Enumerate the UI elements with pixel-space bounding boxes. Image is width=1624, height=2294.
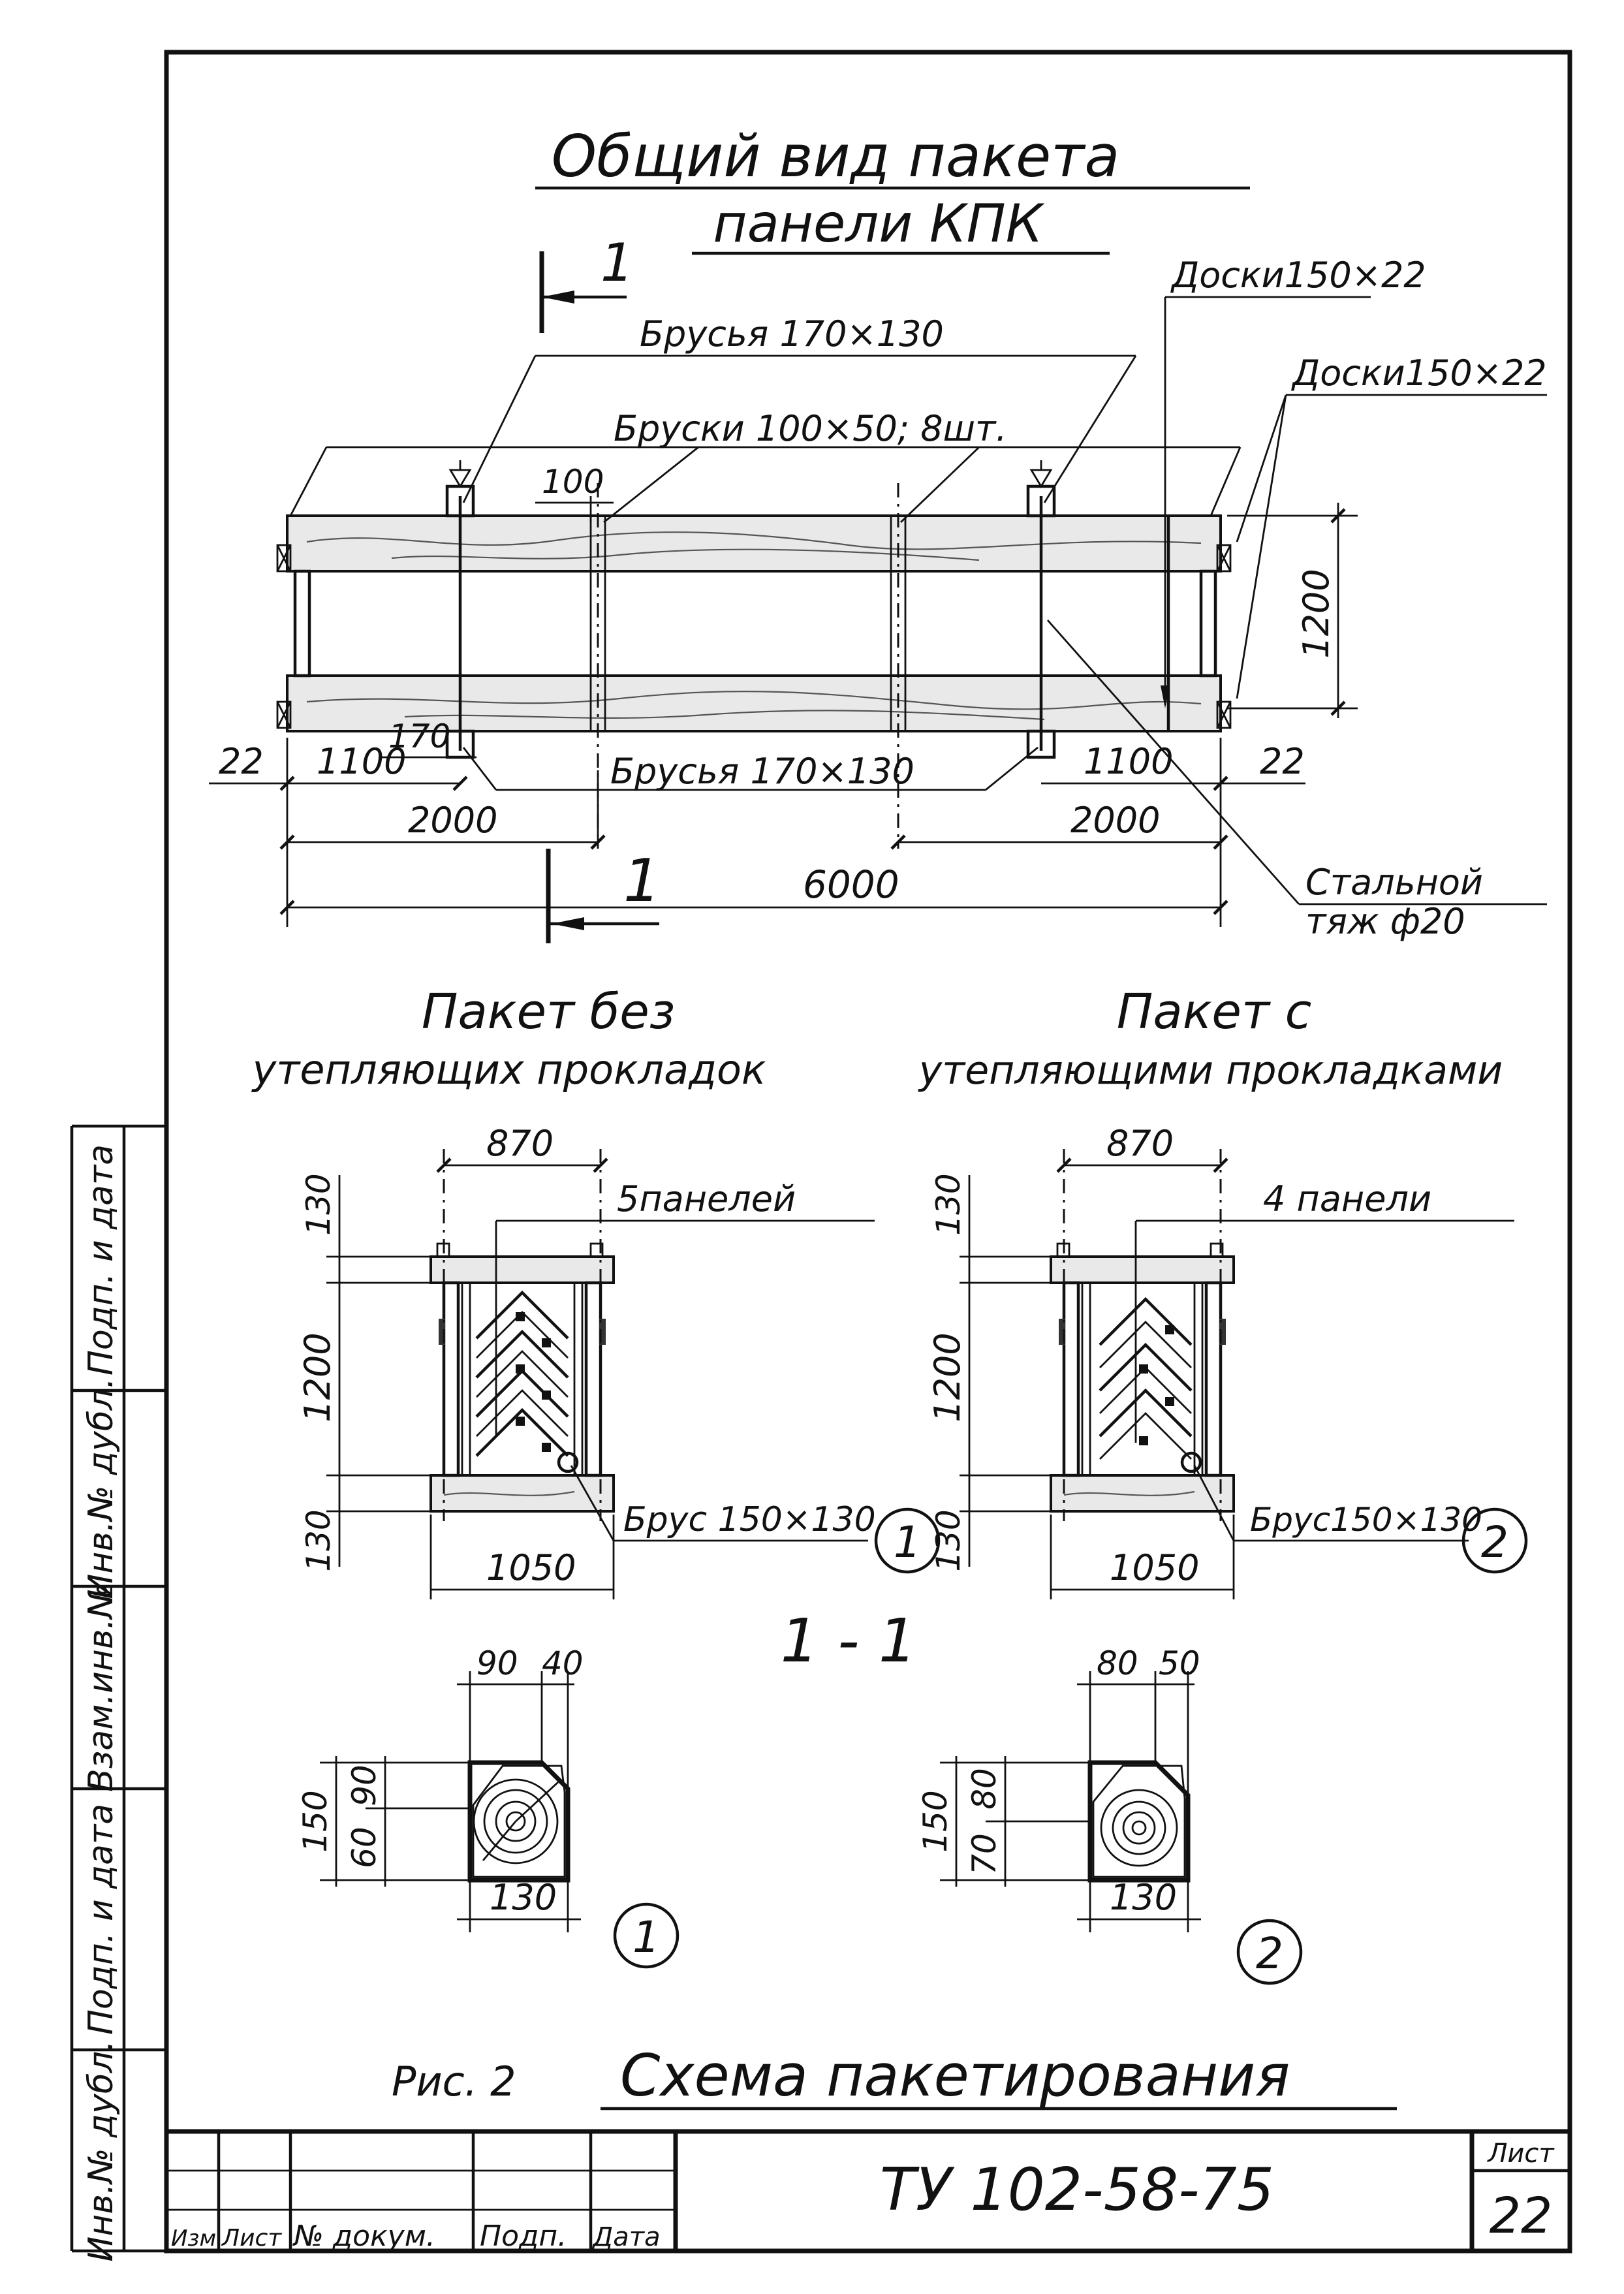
label-boards-top: Доски150×22: [1170, 255, 1426, 296]
label-boards-right: Доски150×22: [1291, 353, 1547, 394]
left-section-view: [429, 1149, 615, 1521]
svg-text:70: 70: [965, 1833, 1003, 1875]
svg-text:60: 60: [345, 1827, 383, 1868]
plan-board-top: [286, 514, 1222, 573]
plan-view: [276, 460, 1232, 849]
svg-text:22: 22: [219, 741, 264, 782]
svg-text:Брус 150×130: Брус 150×130: [623, 1500, 876, 1539]
section-label-1-1: 1 - 1: [781, 1606, 917, 1676]
svg-text:2: 2: [1481, 1517, 1508, 1567]
svg-text:1100: 1100: [1084, 741, 1173, 782]
col-date: Дата: [591, 2222, 661, 2252]
left-section-dims: 870 5панелей 130 1200 130 1050 Брус 150×…: [297, 1123, 941, 1599]
svg-text:100: 100: [542, 463, 604, 501]
svg-text:1050: 1050: [1110, 1547, 1199, 1588]
svg-text:5панелей: 5панелей: [617, 1178, 796, 1219]
svg-text:130: 130: [929, 1509, 967, 1571]
margin-field-3: Взам.инв.№: [82, 1583, 121, 1792]
doc-code: ТУ 102-58-75: [880, 2156, 1274, 2224]
svg-text:22: 22: [1260, 741, 1305, 782]
right-section-title-1: Пакет с: [1117, 984, 1312, 1040]
detail-2: 80 50 150 80 70 130 2: [916, 1644, 1303, 1985]
margin-field-1: Подп. и дата: [82, 1144, 121, 1375]
figure-number: Рис. 2: [392, 2058, 516, 2105]
svg-text:1200: 1200: [927, 1332, 968, 1422]
svg-text:1200: 1200: [1296, 569, 1337, 658]
svg-text:1: 1: [632, 1912, 660, 1962]
svg-text:4 панели: 4 панели: [1263, 1178, 1431, 1219]
sheet-frame: [164, 50, 1572, 2254]
section-mark-bottom: 1: [546, 847, 661, 943]
col-izm: Изм: [171, 2225, 216, 2252]
svg-text:Брус150×130: Брус150×130: [1250, 1501, 1482, 1539]
svg-text:130: 130: [929, 1173, 967, 1235]
plan-dimensions: 1200 100 170 22 1100 1100 22 2000 2000 6…: [209, 463, 1358, 927]
detail-1: 90 40 150 90 60 130 1: [296, 1644, 679, 1969]
drawing-title-line2: панели КПК: [713, 193, 1044, 254]
svg-text:80: 80: [1097, 1644, 1138, 1682]
figure-caption: Схема пакетирования: [620, 2042, 1290, 2109]
col-list: Лист: [221, 2225, 282, 2252]
svg-text:90: 90: [345, 1765, 383, 1806]
plan-board-bottom: [286, 674, 1222, 732]
drawing-title-line1: Общий вид пакета: [552, 123, 1120, 190]
svg-text:90: 90: [476, 1644, 518, 1682]
left-section-title-2: утепляющих прокладок: [251, 1046, 766, 1093]
col-doc: № докум.: [292, 2220, 435, 2253]
svg-text:2000: 2000: [1070, 800, 1160, 841]
svg-text:150: 150: [296, 1790, 334, 1852]
svg-text:870: 870: [486, 1123, 554, 1164]
svg-text:170: 170: [388, 717, 450, 755]
col-sign: Подп.: [480, 2220, 567, 2253]
svg-text:1100: 1100: [317, 741, 406, 782]
label-beams-top: Брусья 170×130: [640, 313, 944, 354]
svg-text:80: 80: [965, 1768, 1003, 1810]
margin-field-4: Подп. и дата: [82, 1804, 121, 2035]
svg-text:2: 2: [1256, 1928, 1283, 1979]
label-steel-rod-2: тяж ф20: [1305, 901, 1465, 942]
right-section-dims: 870 4 панели 130 1200 130 1050 Брус150×1…: [927, 1123, 1528, 1599]
right-section-view: [1050, 1149, 1235, 1521]
margin-field-2: Инв.№ дубл.: [82, 1377, 121, 1599]
svg-text:40: 40: [542, 1644, 584, 1682]
section-mark-top: 1: [539, 232, 634, 333]
sheet-label: Лист: [1486, 2139, 1555, 2169]
margin-field-5: Инв.№ дубл.: [82, 2040, 121, 2261]
right-section-title-2: утепляющими прокладками: [918, 1048, 1503, 1093]
svg-text:2000: 2000: [408, 800, 497, 841]
label-beams-bottom: Брусья 170×130: [610, 751, 914, 792]
label-bars: Бруски 100×50; 8шт.: [614, 408, 1007, 449]
svg-text:6000: 6000: [803, 862, 899, 907]
svg-text:150: 150: [916, 1790, 954, 1852]
label-steel-rod-1: Стальной: [1305, 862, 1483, 903]
svg-text:130: 130: [490, 1877, 557, 1918]
svg-text:1: 1: [894, 1517, 921, 1567]
svg-text:1050: 1050: [486, 1547, 576, 1588]
svg-text:1200: 1200: [297, 1332, 338, 1422]
svg-text:50: 50: [1159, 1644, 1200, 1682]
svg-text:130: 130: [300, 1509, 337, 1571]
title-block: Изм Лист № докум. Подп. Дата ТУ 102-58-7…: [166, 2129, 1570, 2253]
svg-text:130: 130: [300, 1173, 337, 1235]
svg-text:130: 130: [1110, 1877, 1177, 1918]
svg-text:1: 1: [623, 847, 661, 915]
svg-text:1: 1: [601, 232, 634, 293]
sheet-number: 22: [1490, 2186, 1553, 2244]
left-section-title-1: Пакет без: [422, 984, 675, 1040]
svg-text:870: 870: [1106, 1123, 1174, 1164]
